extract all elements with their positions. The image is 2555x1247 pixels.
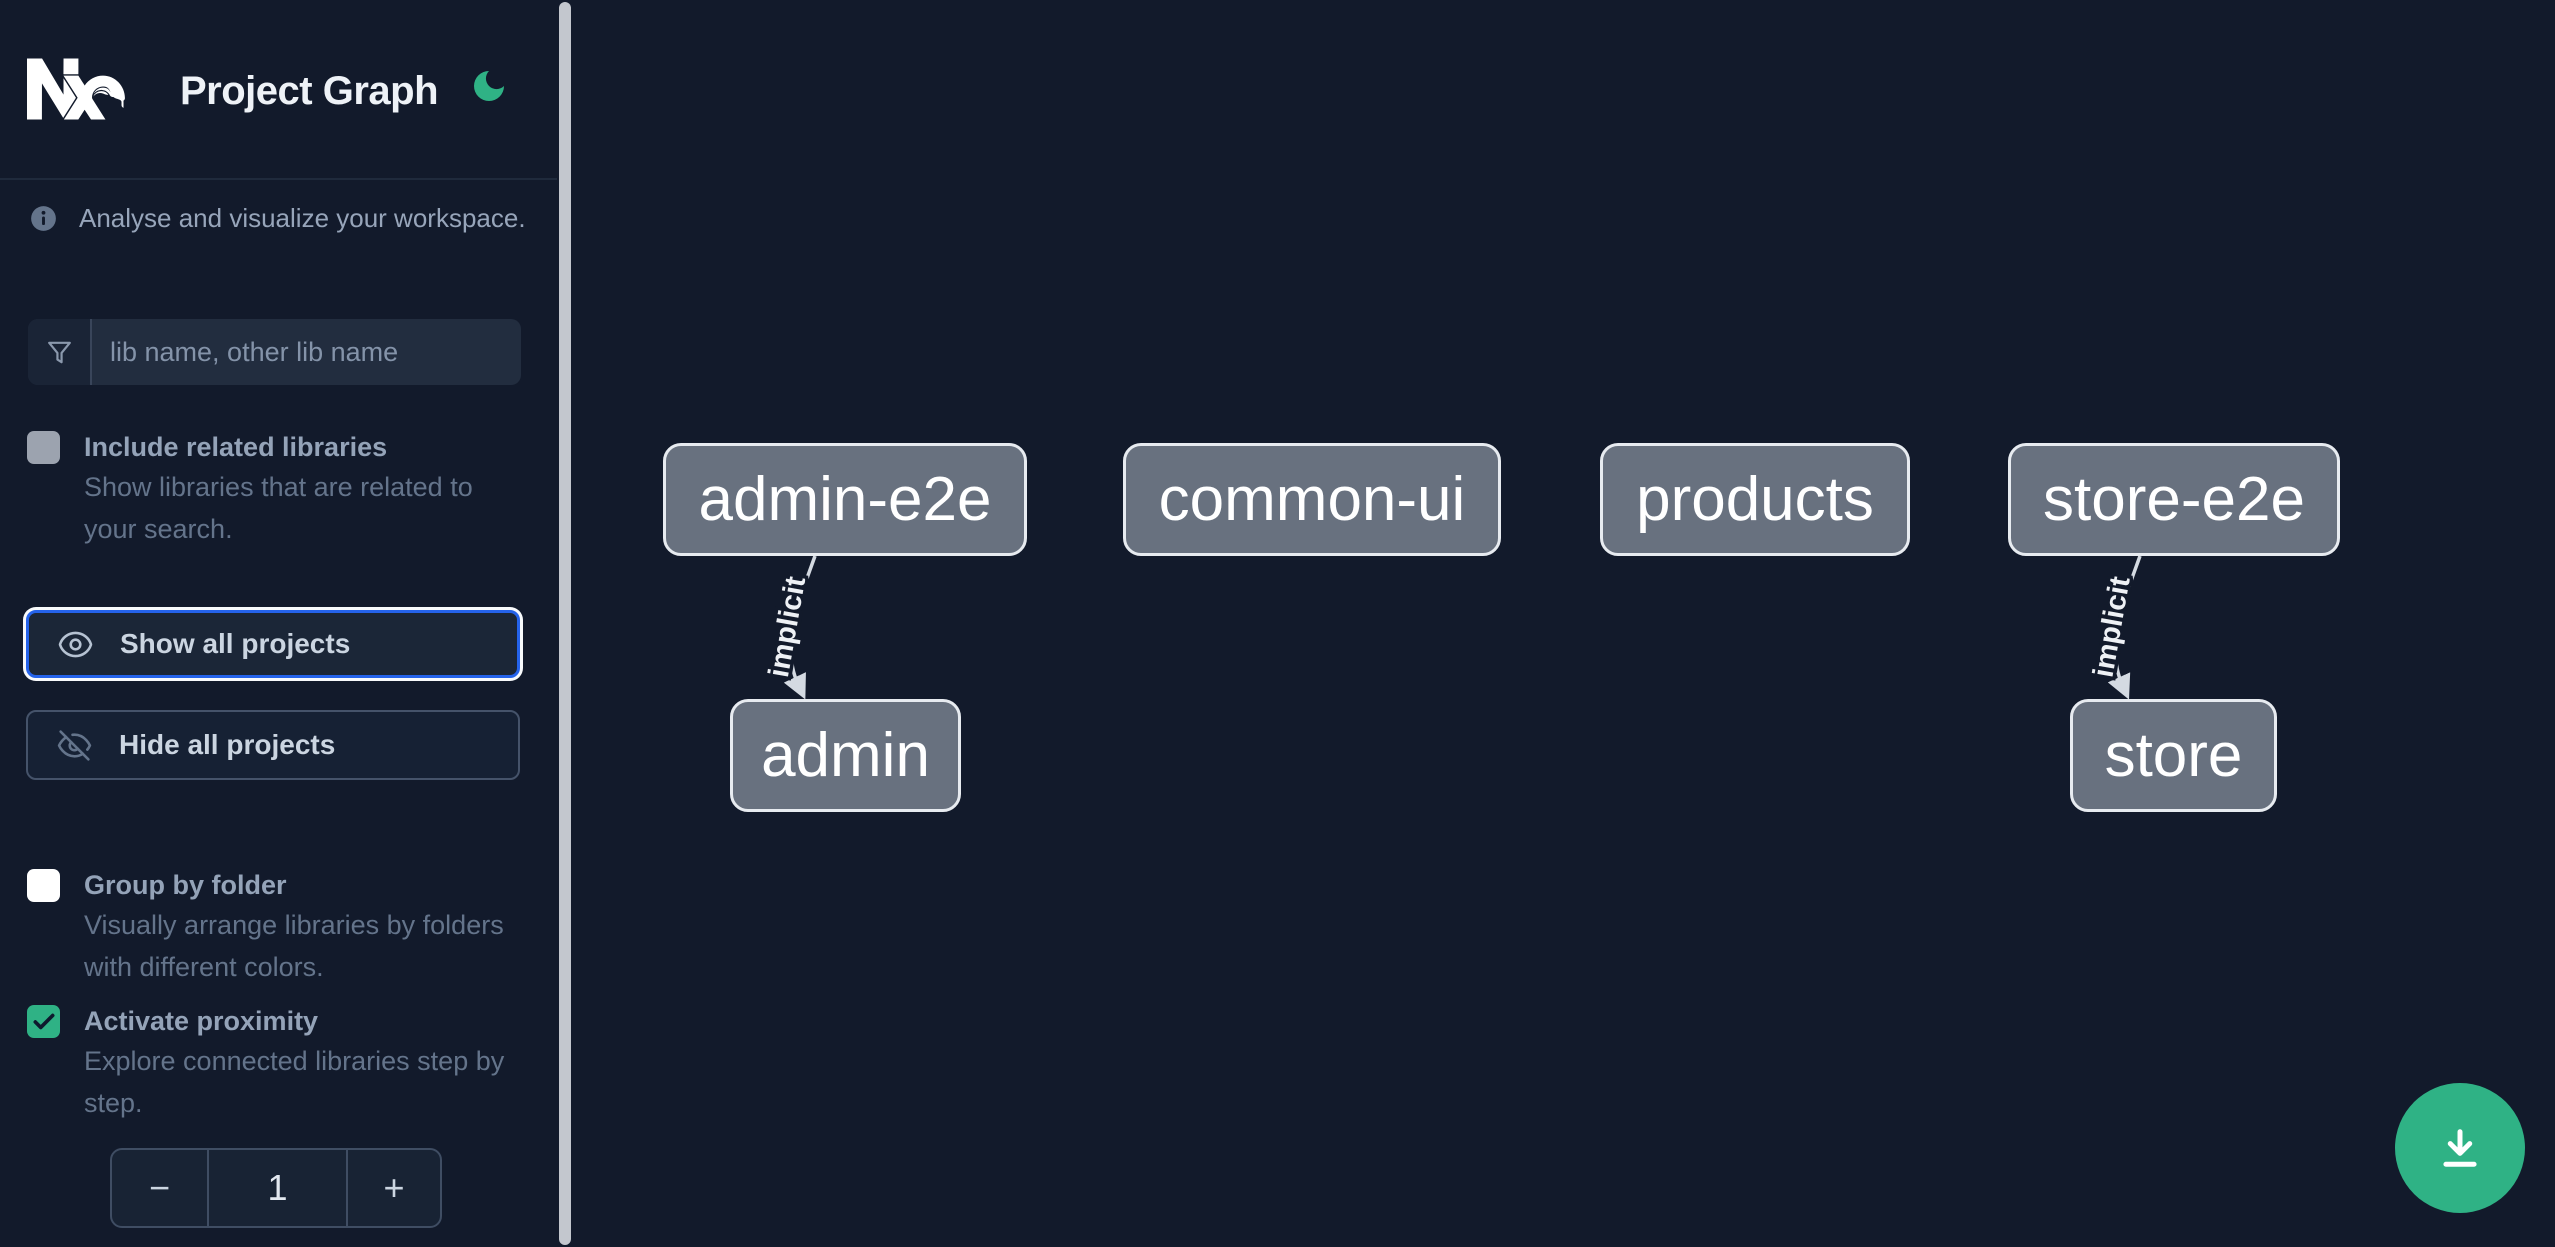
proximity-stepper: − 1 +: [110, 1148, 442, 1228]
info-text: Analyse and visualize your workspace.: [79, 202, 526, 233]
graph-node-products[interactable]: products: [1600, 443, 1910, 556]
group-by-folder-row: Group by folder Visually arrange librari…: [27, 866, 508, 988]
include-related-row: Include related libraries Show libraries…: [27, 428, 508, 550]
show-all-projects-label: Show all projects: [120, 628, 351, 659]
hide-all-projects-label: Hide all projects: [119, 729, 336, 760]
funnel-icon: [47, 341, 71, 363]
show-all-projects-button[interactable]: Show all projects: [26, 610, 520, 678]
group-by-folder-checkbox[interactable]: [27, 869, 60, 902]
workspace-info: Analyse and visualize your workspace.: [30, 196, 530, 240]
export-image-button[interactable]: [2395, 1083, 2525, 1213]
graph-node-store-e2e[interactable]: store-e2e: [2008, 443, 2340, 556]
include-related-label: Include related libraries: [84, 432, 388, 462]
graph-canvas[interactable]: [572, 0, 2555, 1247]
page-title: Project Graph: [180, 69, 439, 113]
include-related-checkbox[interactable]: [27, 431, 60, 464]
graph-node-common-ui[interactable]: common-ui: [1123, 443, 1501, 556]
filter-icon-cell: [28, 319, 92, 385]
sidebar-scrollbar[interactable]: [559, 2, 571, 1245]
eye-icon: [58, 631, 93, 657]
group-by-folder-description: Visually arrange libraries by folders wi…: [84, 910, 504, 982]
filter-input[interactable]: [92, 319, 521, 385]
filter-box: [28, 319, 521, 385]
proximity-decrement-button[interactable]: −: [112, 1150, 207, 1226]
activate-proximity-description: Explore connected libraries step by step…: [84, 1046, 505, 1118]
activate-proximity-row: Activate proximity Explore connected lib…: [27, 1002, 508, 1124]
nx-logo: [27, 58, 125, 120]
hide-all-projects-button[interactable]: Hide all projects: [26, 710, 520, 780]
theme-toggle-button[interactable]: [466, 64, 512, 110]
graph-node-admin-e2e[interactable]: admin-e2e: [663, 443, 1027, 556]
info-icon: [31, 205, 56, 231]
eye-off-icon: [57, 729, 92, 761]
include-related-description: Show libraries that are related to your …: [84, 472, 473, 544]
group-by-folder-label: Group by folder: [84, 870, 287, 900]
activate-proximity-checkbox[interactable]: [27, 1005, 60, 1038]
activate-proximity-label: Activate proximity: [84, 1006, 319, 1036]
sidebar: Project Graph Analyse and visualize your…: [0, 0, 572, 1247]
sidebar-header: Project Graph: [0, 0, 557, 180]
proximity-value: 1: [207, 1150, 348, 1226]
graph-node-admin[interactable]: admin: [730, 699, 961, 812]
download-icon: [2443, 1129, 2477, 1167]
graph-node-store[interactable]: store: [2070, 699, 2277, 812]
check-icon: [32, 1013, 55, 1029]
moon-icon: [474, 70, 504, 101]
proximity-increment-button[interactable]: +: [348, 1150, 440, 1226]
